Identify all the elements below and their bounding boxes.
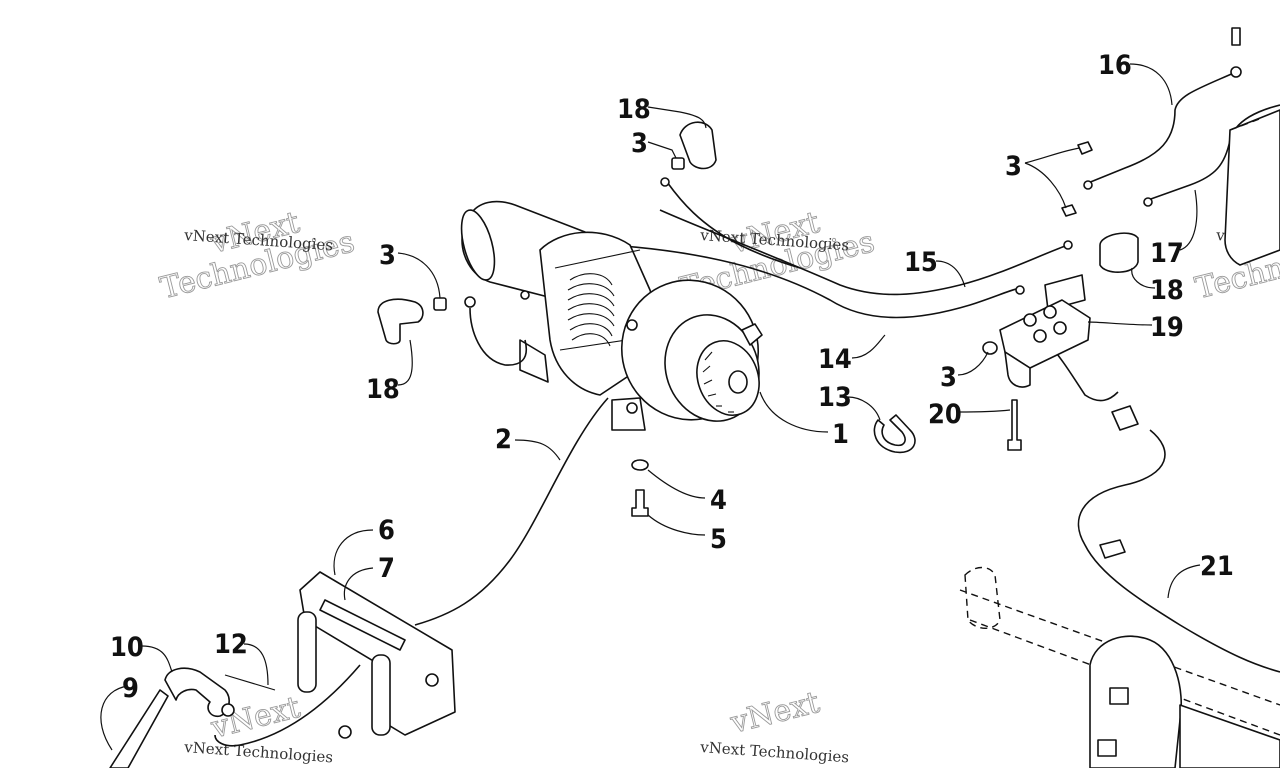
fairlead-assembly [297,571,456,739]
clutch-knob [696,340,760,416]
switch-button-bottom[interactable] [1097,739,1117,757]
callout-3-top: 3 [631,128,648,159]
harness-plug [1099,539,1126,559]
watermark-bottom-center-small: vNext Technologies [699,738,850,766]
solenoid-bracket [1044,274,1086,311]
switch-cable-21 [1077,429,1280,673]
hook-strap [109,689,169,768]
solenoid-base [1004,351,1031,388]
housing-bolt [626,319,638,331]
handlebar-switch-assembly [959,566,1280,768]
svg-text:vNext: vNext [726,685,823,741]
callout-4: 4 [710,485,727,516]
winch-mount-foot-left [519,339,549,383]
fairlead-roller-left [297,611,317,693]
terminal-nut-left [433,297,447,311]
clutch-lever [741,323,763,346]
watermark-bottom-center: vNext [726,685,824,742]
winch-control-cable [414,397,609,626]
terminal-boot-left [377,298,424,345]
mount-bolt [631,489,649,517]
motor-terminal [520,290,530,300]
solenoid-post-b [1043,305,1057,319]
battery [1224,27,1280,266]
fairlead-bolt [338,725,352,739]
callout-6: 6 [378,515,395,546]
callout-1: 1 [832,419,849,450]
terminal-ring-top [660,177,670,187]
terminal-boot-top [679,121,717,170]
winch-hook [164,667,230,718]
callout-19: 19 [1150,312,1184,343]
harness-connector [1111,405,1139,431]
winch-assembly [460,200,763,431]
watermark-bottom-left-small: vNext Technologies [183,738,334,766]
solenoid-nut [982,341,998,355]
battery-cable-16 [1087,71,1237,184]
winch-mount-foot-right [611,397,646,431]
hose-clamp [873,414,916,454]
solenoid-post-a [1023,313,1037,327]
tie-rod-upper [554,249,641,269]
callout-2: 2 [495,424,512,455]
fairlead-label [319,599,406,651]
callout-18-left: 18 [366,374,400,405]
callout-3-pair: 3 [1005,151,1022,182]
cable-17-ring [1143,197,1153,207]
callout-20: 20 [928,399,962,430]
winch-drum-coils [567,273,615,347]
terminal-ring-left [464,296,476,308]
terminal-boot-right [1099,232,1139,273]
clutch-knob-ribs [702,351,734,413]
callout-14: 14 [818,344,852,375]
solenoid-post-c [1053,321,1067,335]
callout-3-left: 3 [379,240,396,271]
callout-10: 10 [110,632,144,663]
solenoid-bolt [1007,399,1022,451]
battery-terminal [1230,66,1242,78]
callout-9: 9 [122,673,139,704]
clutch-center [728,370,748,394]
fairlead-roller-right [371,654,391,736]
winch-rope [214,664,361,747]
foot-bolt-hole [626,402,638,414]
hook-thimble [221,703,235,717]
callout-7: 7 [378,553,395,584]
callout-21: 21 [1200,551,1234,582]
terminal-cable-loop [666,181,801,269]
leader-lines [100,63,1201,751]
short-ground-lead [469,307,527,366]
cable-16-ring [1083,180,1093,190]
battery-nut-lower [1061,204,1077,217]
callout-17: 17 [1150,238,1184,269]
handlebar-grip [964,566,1001,629]
switch-button-top[interactable] [1109,687,1129,705]
handlebar-right [1179,704,1280,768]
callout-18-top: 18 [617,94,651,125]
solenoid-assembly [999,274,1091,388]
fairlead-hole [425,673,439,687]
callout-16: 16 [1098,50,1132,81]
washer [631,459,649,471]
callout-5: 5 [710,524,727,555]
terminal-nut-top [671,157,685,170]
callout-13: 13 [818,382,852,413]
callout-18-right: 18 [1150,275,1184,306]
solenoid-post-d [1033,329,1047,343]
callout-15: 15 [904,247,938,278]
cable-14-ring [1015,285,1025,295]
battery-bolt [1231,27,1241,46]
motor-end-cap [460,209,496,281]
callout-3-solenoid: 3 [940,362,957,393]
clevis-pin [224,674,276,691]
cable-15-ring [1063,240,1073,250]
battery-cable-14 [609,244,1021,319]
battery-nut-upper [1077,141,1093,155]
callout-12: 12 [214,629,248,660]
